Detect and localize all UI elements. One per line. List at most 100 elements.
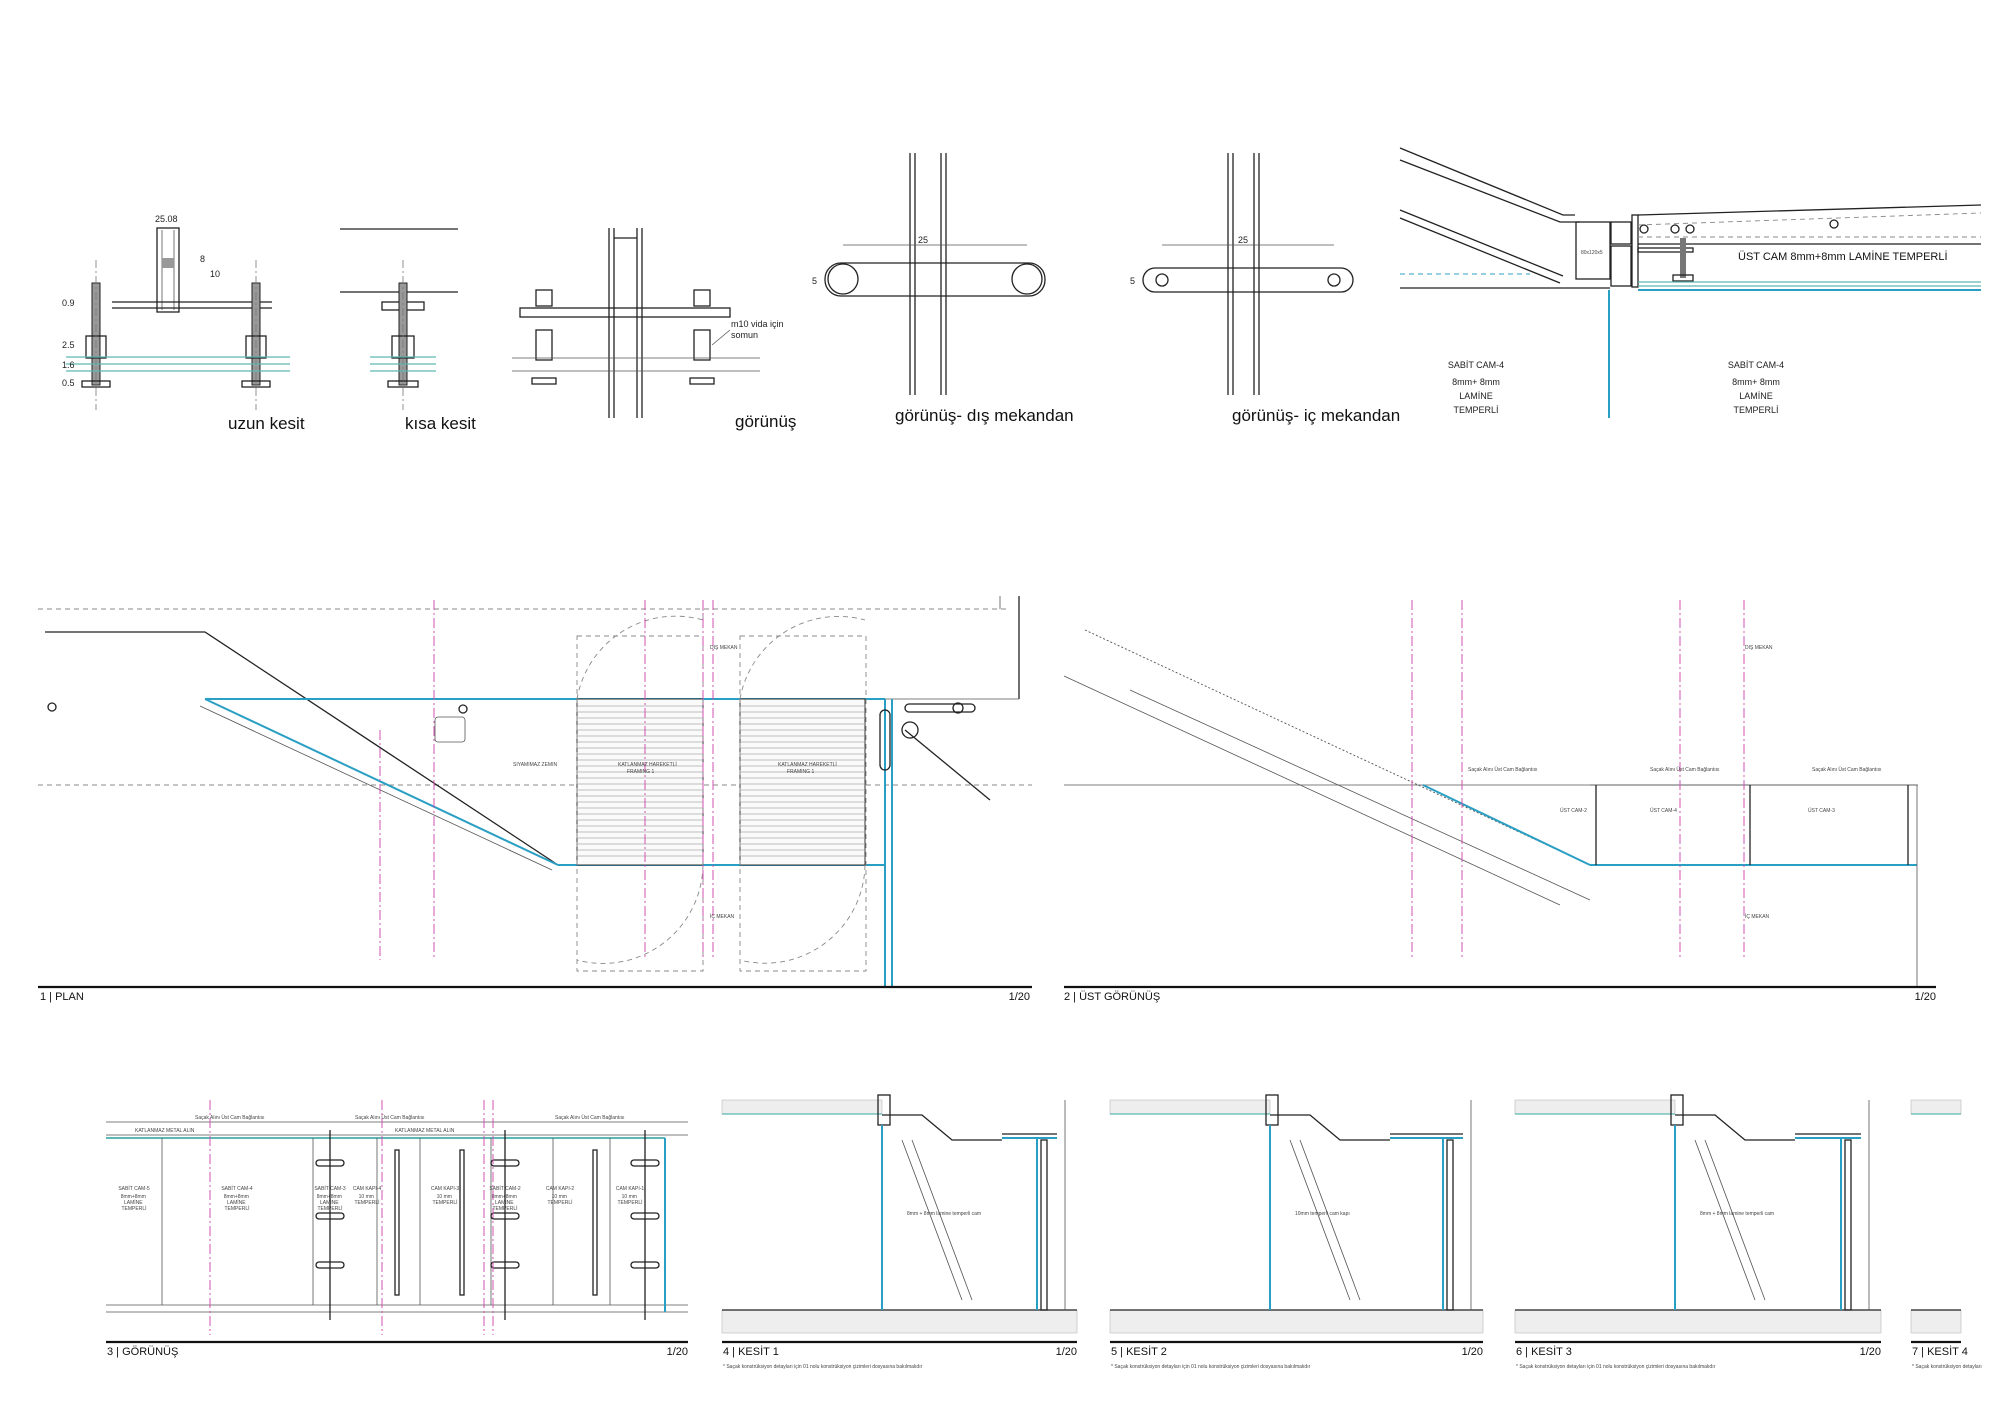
label-ust-cam: ÜST CAM 8mm+8mm LAMİNE TEMPERLİ — [1738, 250, 1948, 263]
spider-fitting — [490, 1159, 520, 1167]
section-title: 6 | KESİT 3 — [1516, 1345, 1572, 1358]
label-connection: Saçak Alını Üst Cam Bağlantısı — [195, 1114, 264, 1121]
detail-label-ic-mekandan: görünüş- iç mekandan — [1232, 406, 1400, 425]
door-handle — [592, 1149, 598, 1296]
detail-ust-cam-baglanti: 80x120x5 ÜST CAM 8mm+8mm LAMİNE TEMPERLİ… — [1399, 147, 1982, 418]
label-fixed: SIYAMIMAZ ZEMIN — [513, 762, 557, 768]
section-title: 5 | KESİT 2 — [1111, 1345, 1167, 1358]
glass-spec: TEMPERLİ — [1453, 405, 1498, 415]
section-note: * Saçak konstrüksiyon detayları için 01 … — [1516, 1364, 1716, 1370]
dim-0-5: 0.5 — [62, 378, 75, 388]
panel-title-ust-gorunus: 2 | ÜST GÖRÜNÜŞ — [1064, 991, 1160, 1003]
label-door-2: KATLANMAZ HAREKETLİ — [778, 761, 837, 768]
ground-hatch — [721, 1309, 1078, 1334]
label-ic-mekan: İÇ MEKAN — [710, 913, 735, 920]
glass-note: 8mm + 8mm lamine temperli cam — [907, 1211, 981, 1217]
detail-label-uzun-kesit: uzun kesit — [228, 414, 305, 433]
glass-spec: 8mm+ 8mm — [1732, 377, 1780, 387]
ladder-rail — [901, 1139, 963, 1301]
door-closer — [879, 702, 991, 801]
spider-fitting — [490, 1212, 520, 1220]
panel-label: CAM KAPI-3 — [431, 1186, 460, 1192]
label-connection: Saçak Alını Üst Cam Bağlantısı — [1468, 766, 1537, 773]
glass-note: 10mm temperli cam kapı — [1295, 1211, 1350, 1217]
steel-profile-80x120x5 — [1575, 221, 1611, 280]
column — [1670, 1094, 1684, 1126]
door-handle — [459, 1149, 465, 1296]
dim-2-5: 2.5 — [62, 340, 75, 350]
roller-housing — [156, 227, 180, 313]
panel-spec: 8mm+8mm LAMİNE TEMPERLİ — [121, 1194, 148, 1212]
column — [877, 1094, 891, 1126]
glass-spec: LAMİNE — [1459, 391, 1493, 401]
label-door-sub-2: FRAMING 1 — [787, 769, 814, 775]
dim-5: 5 — [1130, 276, 1135, 286]
label-connection: Saçak Alını Üst Cam Bağlantısı — [355, 1114, 424, 1121]
detail-kisa-kesit: kısa kesit — [340, 228, 476, 433]
panel-label: SABİT CAM-4 — [221, 1185, 253, 1192]
door-frame — [1040, 1139, 1048, 1311]
glass-spec: LAMİNE — [1739, 391, 1773, 401]
detail-label-gorunus: görünüş — [735, 412, 796, 431]
panel-ust-gorunus: DIŞ MEKAN İÇ MEKAN Saçak Alını Üst Cam B… — [1063, 600, 1936, 1003]
glass-note: 8mm + 8mm lamine temperli cam — [1700, 1211, 1774, 1217]
section-kesit-4: 7 | KESİT 4 * Saçak konstrüksiyon detayla… — [1910, 1099, 1982, 1370]
door-panel-1 — [576, 698, 704, 866]
label-ust-cam-2: ÜST CAM-2 — [1560, 807, 1587, 814]
label-door-sub-1: FRAMING 1 — [627, 769, 654, 775]
section-title: 7 | KESİT 4 — [1912, 1345, 1968, 1358]
panel-label: CAM KAPI-2 — [546, 1186, 575, 1192]
label-dis-mekan: DIŞ MEKAN — [710, 645, 738, 651]
ground-hatch — [1514, 1309, 1882, 1334]
dim-25: 25 — [1238, 235, 1248, 245]
spider-fitting — [630, 1159, 660, 1167]
dim-0-9: 0.9 — [62, 298, 75, 308]
label-fascia: KATLANMAZ METAL ALIN — [395, 1128, 455, 1134]
door-frame — [1844, 1139, 1852, 1311]
panel-spec: 8mm+8mm LAMİNE TEMPERLİ — [317, 1194, 344, 1212]
glass-spec: 8mm+ 8mm — [1452, 377, 1500, 387]
fascia-profile — [1675, 1114, 1795, 1141]
panel-spec: 8mm+8mm LAMİNE TEMPERLİ — [492, 1194, 519, 1212]
label-sabit-cam-right: SABİT CAM-4 8mm+ 8mm LAMİNE TEMPERLİ — [1728, 360, 1784, 415]
detail-uzun-kesit: 25.08 10 8 0.9 2.5 1.6 0.5 uzun kesit — [62, 214, 305, 433]
spider-fitting — [315, 1159, 345, 1167]
spider-fitting — [630, 1212, 660, 1220]
section-title: 4 | KESİT 1 — [723, 1345, 779, 1358]
detail-label-kisa-kesit: kısa kesit — [405, 414, 476, 433]
label-connection: Saçak Alını Üst Cam Bağlantısı — [1650, 766, 1719, 773]
roof-slab — [1910, 1099, 1962, 1115]
ladder-rail — [911, 1139, 973, 1301]
panel-title-gorunus: 3 | GÖRÜNÜŞ — [107, 1346, 178, 1358]
dim-5: 5 — [812, 276, 817, 286]
spider-fitting — [490, 1261, 520, 1269]
note-somun: somun — [731, 330, 758, 340]
ground-hatch — [1109, 1309, 1484, 1334]
spider-fitting — [315, 1261, 345, 1269]
label-ust-cam-3: ÜST CAM-3 — [1808, 807, 1835, 814]
section-scale: 1/20 — [1056, 1346, 1077, 1358]
panel-spec: 8mm+8mm LAMİNE TEMPERLİ — [224, 1194, 251, 1212]
glass-name: SABİT CAM-4 — [1448, 360, 1504, 370]
label-ust-cam-4: ÜST CAM-4 — [1650, 807, 1677, 814]
ground-hatch — [1910, 1309, 1962, 1334]
panel-spec: 10 mm TEMPERLİ — [547, 1194, 572, 1206]
section-note: * Saçak konstrüksiyon detayları — [1912, 1364, 1982, 1370]
detail-label-dis-mekandan: görünüş- dış mekandan — [895, 406, 1074, 425]
fascia-profile — [882, 1114, 1002, 1141]
ladder-rail — [1299, 1139, 1361, 1301]
label-connection: Saçak Alını Üst Cam Bağlantısı — [1812, 766, 1881, 773]
glass-spec: TEMPERLİ — [1733, 405, 1778, 415]
panel-spec: 10 mm TEMPERLİ — [432, 1194, 457, 1206]
profile-label: 80x120x5 — [1581, 250, 1603, 256]
scale-plan: 1/20 — [1009, 991, 1030, 1003]
dim-10: 10 — [210, 269, 220, 279]
panel-label: CAM KAPI-4 — [353, 1186, 382, 1192]
label-connection: Saçak Alını Üst Cam Bağlantısı — [555, 1114, 624, 1121]
note-m10-vida: m10 vida için — [731, 319, 784, 329]
